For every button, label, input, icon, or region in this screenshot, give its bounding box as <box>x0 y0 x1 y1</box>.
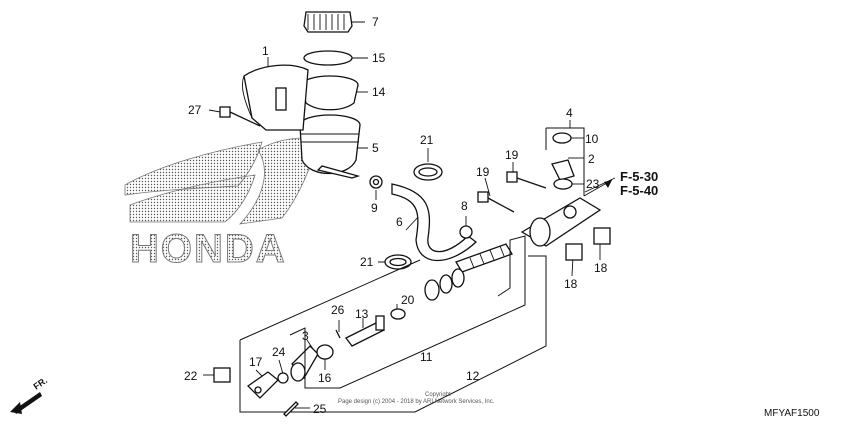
callout-11: 11 <box>420 350 433 364</box>
part-bolt-19-left <box>477 191 515 213</box>
part-tool-25 <box>283 401 299 417</box>
part-clamp-21-upper <box>413 163 443 181</box>
group-frame-11 <box>289 235 526 389</box>
callout-6: 6 <box>396 215 403 229</box>
callout-3: 3 <box>302 329 309 343</box>
group-frame-12 <box>239 255 547 413</box>
part-pin-26 <box>335 329 341 339</box>
callout-14: 14 <box>372 85 386 99</box>
callout-19-right: 19 <box>505 148 519 162</box>
callout-5: 5 <box>372 141 379 155</box>
callout-numbers: 1 2 3 4 5 6 7 8 9 10 11 12 13 14 15 16 1… <box>184 15 608 416</box>
group-frame-4 <box>545 127 585 196</box>
callout-16: 16 <box>318 371 332 385</box>
part-cap-10 <box>552 132 572 144</box>
callout-18-right: 18 <box>594 261 608 275</box>
part-reservoir-cover <box>241 64 309 131</box>
part-ring-16 <box>316 344 334 360</box>
part-bush-18-left <box>565 243 583 261</box>
part-master-cylinder <box>520 159 602 247</box>
callout-21-upper: 21 <box>420 133 434 147</box>
callout-17: 17 <box>249 355 263 369</box>
callout-4: 4 <box>566 106 573 120</box>
honda-wing-watermark <box>124 137 319 225</box>
callout-2: 2 <box>588 152 595 166</box>
callout-8: 8 <box>461 199 468 213</box>
callout-15: 15 <box>372 51 386 65</box>
callout-7: 7 <box>372 15 379 29</box>
part-nut-8 <box>459 225 473 239</box>
callout-24: 24 <box>272 345 286 359</box>
part-joint-17 <box>246 371 279 399</box>
part-oring-23 <box>553 178 573 190</box>
callout-9: 9 <box>371 201 378 215</box>
callout-1: 1 <box>262 44 269 58</box>
callout-18-left: 18 <box>564 277 578 291</box>
part-pushrod-13 <box>345 315 385 347</box>
part-reservoir-cap <box>303 11 353 33</box>
diagram-code: MFYAF1500 <box>764 408 820 419</box>
callout-25: 25 <box>313 402 327 416</box>
part-ring-20 <box>390 308 406 320</box>
callout-13: 13 <box>355 307 369 321</box>
part-nut-24 <box>277 372 289 384</box>
part-bolt-27 <box>219 106 261 127</box>
part-bush-18-right <box>593 227 611 245</box>
callout-12: 12 <box>466 369 480 383</box>
part-piston-spring-set <box>424 243 513 301</box>
part-clamp-21-lower <box>384 254 412 270</box>
callout-27: 27 <box>188 103 202 117</box>
callout-22: 22 <box>184 369 198 383</box>
reference-arrow <box>583 179 613 197</box>
callout-20: 20 <box>401 293 415 307</box>
callout-19-left: 19 <box>476 165 490 179</box>
callout-21-lower: 21 <box>360 255 374 269</box>
callout-26: 26 <box>331 303 345 317</box>
front-direction-arrow-icon <box>10 392 42 414</box>
callout-10: 10 <box>585 132 599 146</box>
part-plate <box>303 50 353 66</box>
part-reservoir <box>299 114 361 179</box>
copyright-line-1: Copyright <box>425 392 451 398</box>
part-diaphragm <box>301 75 359 111</box>
part-clip-9 <box>369 175 383 189</box>
part-hose-6 <box>391 183 478 262</box>
honda-watermark-text: HONDA <box>130 227 287 271</box>
reference-f-5-30: F-5-30 <box>620 169 658 184</box>
front-direction-label: FR. <box>32 375 50 391</box>
part-pin-22 <box>213 367 231 383</box>
reference-f-5-40: F-5-40 <box>620 183 658 198</box>
part-bolt-19-right <box>506 171 547 189</box>
callout-23: 23 <box>586 177 600 191</box>
copyright-line-2: Page design (c) 2004 - 2018 by ARI Netwo… <box>338 399 495 405</box>
